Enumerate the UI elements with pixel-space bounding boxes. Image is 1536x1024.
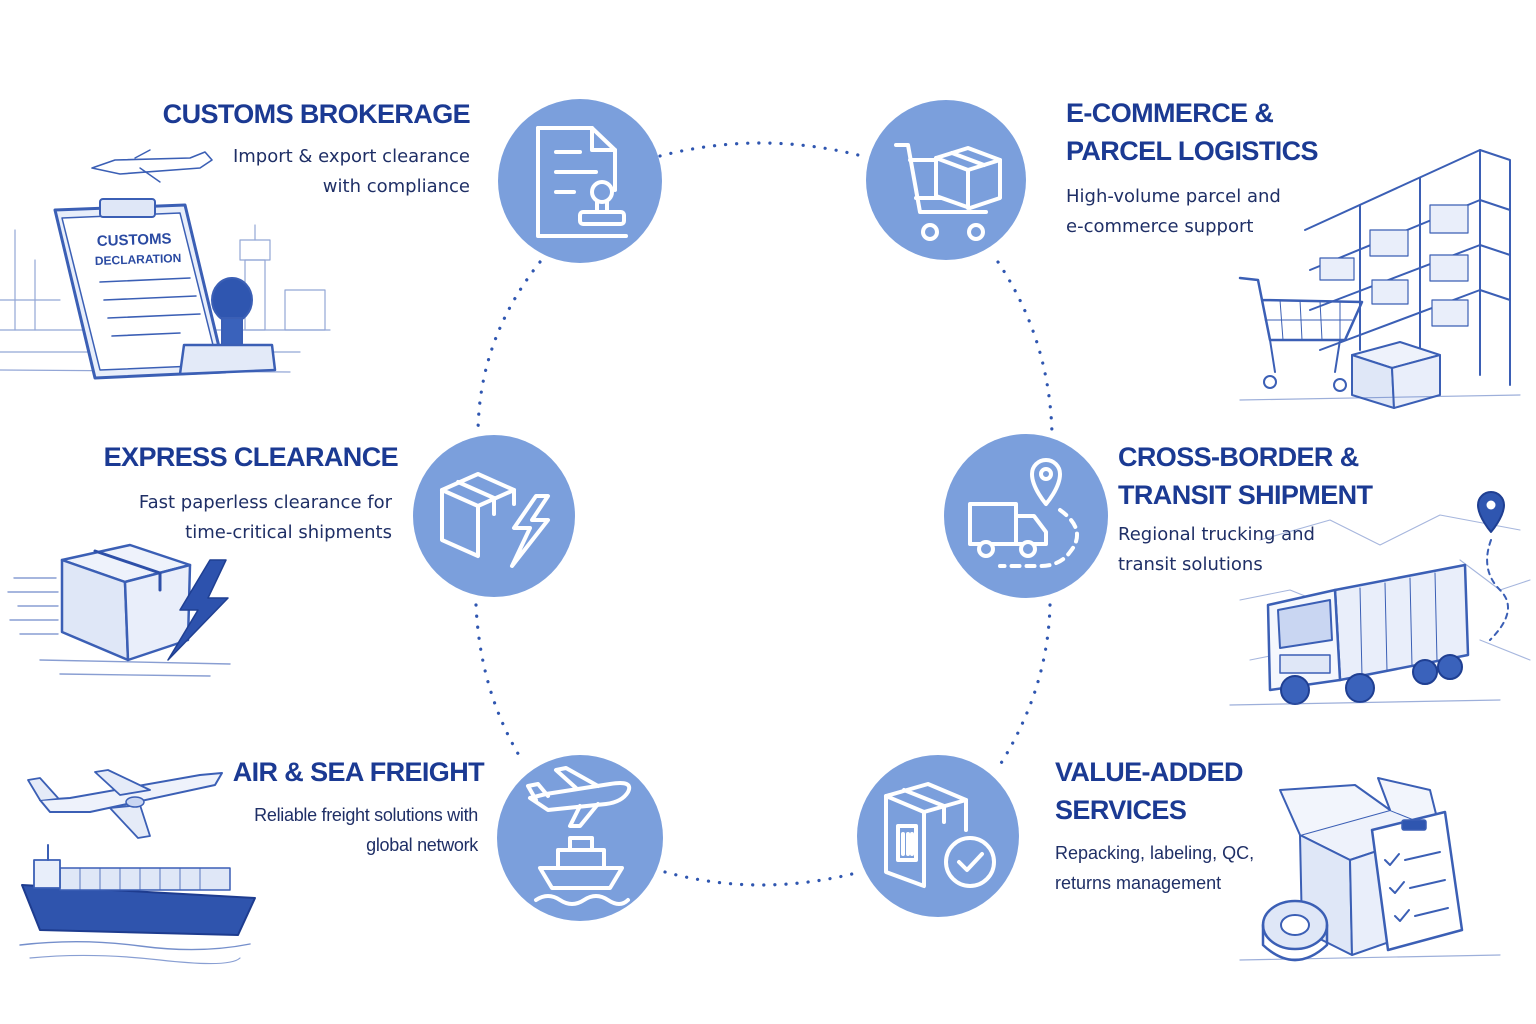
ecommerce-title-line-1: E-COMMERCE &	[1066, 98, 1274, 128]
air-sea-freight-illustration	[19, 769, 256, 965]
document-stamp-icon	[536, 126, 628, 238]
value-added-title-line-1: VALUE-ADDED	[1055, 757, 1244, 787]
cross-border-desc-line-1: Regional trucking and	[1118, 524, 1315, 545]
shopping-cart-box-icon	[894, 143, 1002, 241]
air-sea-freight-desc-line-1: Reliable freight solutions with	[254, 805, 478, 825]
plane-ship-icon	[526, 766, 632, 906]
express-clearance-desc-line-2: time-critical shipments	[185, 522, 392, 543]
value-added-description: Repacking, labeling, QC, returns managem…	[1055, 838, 1275, 898]
ring-connector-top	[658, 141, 864, 158]
express-clearance-node	[413, 435, 575, 597]
value-added-title: VALUE-ADDED SERVICES	[1055, 753, 1255, 829]
air-sea-freight-title: AIR & SEA FREIGHT	[220, 753, 485, 791]
ring-connector-left-upper	[476, 260, 542, 437]
ecommerce-node	[866, 100, 1026, 260]
express-clearance-description: Fast paperless clearance for time-critic…	[70, 488, 392, 548]
value-added-title-line-2: SERVICES	[1055, 795, 1187, 825]
open-box-checklist-illustration	[1239, 777, 1501, 962]
customs-brokerage-title: CUSTOMS BROKERAGE	[150, 95, 471, 133]
value-added-desc-line-2: returns management	[1055, 873, 1222, 893]
truck-map-illustration	[1229, 491, 1531, 706]
truck-location-icon	[968, 458, 1080, 568]
cross-border-title-line-1: CROSS-BORDER &	[1118, 442, 1359, 472]
air-sea-freight-node	[497, 755, 663, 921]
ecommerce-desc-line-2: e-commerce support	[1066, 216, 1254, 237]
customs-illustration-label-2: DECLARATION	[95, 251, 182, 268]
value-added-desc-line-1: Repacking, labeling, QC,	[1055, 843, 1255, 863]
air-sea-freight-desc-line-2: global network	[366, 835, 478, 855]
warehouse-cart-illustration	[1238, 149, 1521, 409]
ecommerce-title: E-COMMERCE & PARCEL LOGISTICS	[1066, 94, 1346, 170]
customs-brokerage-desc-line-2: with compliance	[322, 176, 470, 197]
ecommerce-desc-line-1: High-volume parcel and	[1066, 186, 1281, 207]
cross-border-node	[944, 434, 1108, 598]
express-box-illustration	[7, 543, 231, 677]
express-clearance-desc-line-1: Fast paperless clearance for	[138, 492, 392, 513]
ring-connector-right-upper	[996, 260, 1054, 437]
box-lightning-icon	[440, 472, 550, 568]
customs-illustration-label-1: CUSTOMS	[97, 230, 172, 250]
value-added-node	[857, 755, 1019, 917]
customs-declaration-illustration: CUSTOMS DECLARATION	[0, 149, 331, 380]
express-clearance-title-line: EXPRESS CLEARANCE	[103, 442, 399, 472]
express-clearance-title: EXPRESS CLEARANCE	[90, 438, 399, 476]
customs-brokerage-node	[498, 99, 662, 263]
ecommerce-title-line-2: PARCEL LOGISTICS	[1066, 136, 1319, 166]
ecommerce-description: High-volume parcel and e-commerce suppor…	[1066, 182, 1306, 242]
cross-border-desc-line-2: transit solutions	[1118, 554, 1263, 575]
package-check-icon	[884, 782, 996, 888]
cross-border-description: Regional trucking and transit solutions	[1118, 520, 1338, 580]
customs-brokerage-title-line: CUSTOMS BROKERAGE	[162, 99, 471, 129]
cross-border-title-line-2: TRANSIT SHIPMENT	[1118, 480, 1373, 510]
cross-border-title: CROSS-BORDER & TRANSIT SHIPMENT	[1118, 438, 1378, 514]
customs-brokerage-description: Import & export clearance with complianc…	[170, 142, 470, 202]
air-sea-freight-title-line: AIR & SEA FREIGHT	[232, 757, 485, 787]
air-sea-freight-description: Reliable freight solutions with global n…	[210, 800, 478, 860]
customs-brokerage-desc-line-1: Import & export clearance	[232, 146, 470, 167]
